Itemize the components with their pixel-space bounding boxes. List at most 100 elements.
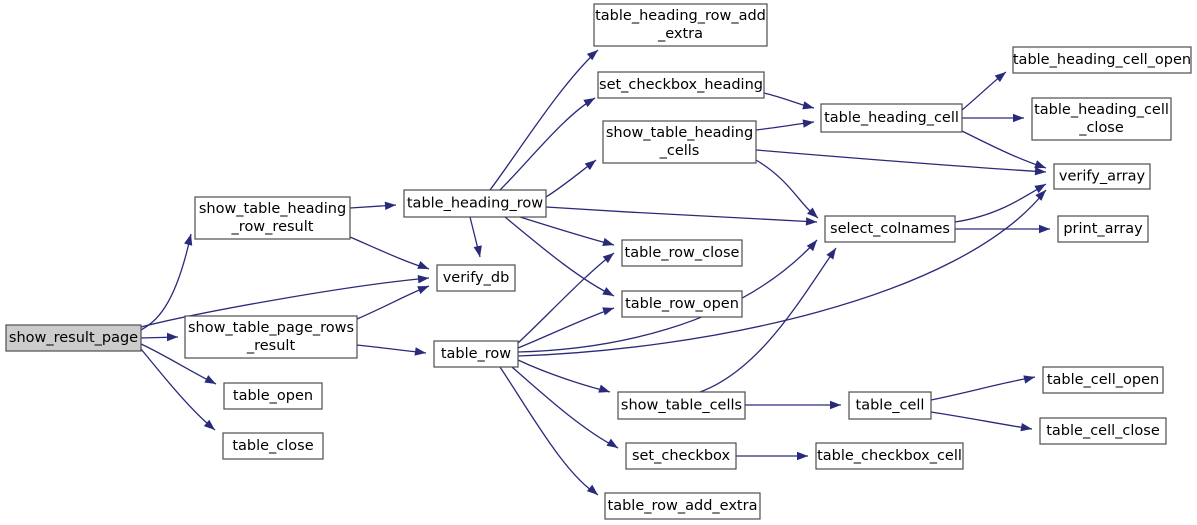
- node-label: table_cell: [856, 398, 925, 414]
- node-box[interactable]: [593, 3, 768, 47]
- edge-show_table_heading_cells-to-select_colnames: [755, 159, 819, 219]
- node-show_table_cells[interactable]: show_table_cells: [617, 391, 746, 420]
- arrowhead: [606, 438, 618, 448]
- node-table_open[interactable]: table_open: [223, 382, 323, 410]
- node-verify_array[interactable]: verify_array: [1053, 163, 1151, 190]
- node-set_checkbox_heading[interactable]: set_checkbox_heading: [597, 71, 765, 99]
- arrowhead: [417, 260, 429, 269]
- node-table_cell_close[interactable]: table_cell_close: [1039, 417, 1167, 445]
- node-label: _extra: [657, 26, 703, 42]
- node-box[interactable]: [223, 382, 323, 410]
- node-show_table_heading_cells[interactable]: show_table_heading_cells: [602, 120, 757, 164]
- node-table_close[interactable]: table_close: [222, 432, 324, 460]
- node-box[interactable]: [820, 103, 963, 133]
- node-label: _close: [1078, 120, 1124, 136]
- node-table_cell[interactable]: table_cell: [848, 391, 932, 420]
- node-box[interactable]: [617, 391, 746, 420]
- arrowhead: [204, 375, 216, 384]
- arrowhead: [797, 451, 808, 461]
- arrowhead: [586, 484, 598, 495]
- node-box[interactable]: [1039, 417, 1167, 445]
- node-verify_db[interactable]: verify_db: [436, 264, 516, 292]
- node-box[interactable]: [824, 215, 956, 243]
- node-label: table_cell_close: [1046, 423, 1160, 439]
- arrowhead: [1023, 375, 1035, 384]
- node-set_checkbox[interactable]: set_checkbox: [625, 442, 737, 470]
- node-box[interactable]: [1012, 46, 1192, 74]
- arrowhead: [473, 245, 482, 257]
- node-select_colnames[interactable]: select_colnames: [824, 215, 956, 243]
- node-table_heading_cell_open[interactable]: table_heading_cell_open: [1012, 46, 1192, 74]
- edge-table_row-to-select_colnames: [517, 239, 818, 353]
- node-box[interactable]: [1042, 366, 1164, 394]
- arrowheads-layer: [167, 50, 1050, 495]
- node-label: _result: [246, 338, 296, 354]
- node-table_row_add_extra[interactable]: table_row_add_extra: [604, 492, 761, 520]
- node-box[interactable]: [403, 189, 547, 218]
- arrowhead: [1034, 184, 1046, 194]
- edge-show_table_page_rows_result-to-verify_db: [356, 285, 430, 320]
- node-box[interactable]: [436, 264, 516, 292]
- arrowhead: [1034, 167, 1046, 176]
- arrowhead: [1020, 422, 1032, 432]
- node-table_heading_row_add_extra[interactable]: table_heading_row_add _extra: [593, 3, 768, 47]
- arrowhead: [584, 160, 596, 171]
- arrowhead: [417, 274, 429, 284]
- edge-table_row-to-table_row_add_extra: [499, 366, 599, 496]
- node-print_array[interactable]: print_array: [1057, 215, 1149, 243]
- node-box[interactable]: [597, 71, 765, 99]
- node-show_result_page[interactable]: show_result_page: [5, 324, 142, 352]
- node-box[interactable]: [625, 442, 737, 470]
- node-table_row_open[interactable]: table_row_open: [621, 290, 743, 318]
- nodes-layer: show_result_page show_table_heading_row_r…: [5, 3, 1192, 520]
- node-box[interactable]: [621, 239, 743, 267]
- node-label: table_open: [233, 388, 313, 404]
- node-table_row_close[interactable]: table_row_close: [621, 239, 743, 267]
- node-box[interactable]: [222, 432, 324, 460]
- node-table_heading_cell_close[interactable]: table_heading_cell_close: [1031, 97, 1172, 141]
- node-table_checkbox_cell[interactable]: table_checkbox_cell: [815, 442, 964, 470]
- edge-table_cell-to-table_cell_open: [930, 376, 1036, 401]
- node-box[interactable]: [604, 492, 761, 520]
- node-box[interactable]: [433, 340, 519, 368]
- edge-show_result_page-to-show_table_heading_row_result: [140, 233, 192, 331]
- arrowhead: [805, 217, 817, 226]
- node-table_row[interactable]: table_row: [433, 340, 519, 368]
- edge-table_heading_row-to-select_colnames: [545, 206, 818, 223]
- node-label: show_result_page: [9, 330, 138, 346]
- node-label: table_row_add_extra: [608, 498, 758, 514]
- node-box[interactable]: [5, 324, 142, 352]
- arrowhead: [586, 50, 598, 61]
- node-box[interactable]: [602, 120, 757, 164]
- edge-table_heading_row-to-set_checkbox_heading: [499, 97, 596, 191]
- node-box[interactable]: [184, 315, 358, 359]
- node-box[interactable]: [815, 442, 964, 470]
- edge-table_heading_row-to-table_row_open: [504, 216, 615, 297]
- edge-table_row-to-show_table_cells: [517, 359, 611, 393]
- arrowhead: [806, 240, 817, 252]
- node-label: table_heading_cell: [824, 110, 959, 126]
- node-label: set_checkbox_heading: [599, 77, 763, 93]
- node-box[interactable]: [621, 290, 743, 318]
- arrowhead: [417, 286, 429, 295]
- edge-select_colnames-to-verify_array: [954, 183, 1047, 223]
- node-box[interactable]: [1031, 97, 1172, 141]
- node-table_cell_open[interactable]: table_cell_open: [1042, 366, 1164, 394]
- node-show_table_heading_row_result[interactable]: show_table_heading_row_result: [194, 196, 351, 240]
- edge-table_cell-to-table_cell_close: [930, 411, 1033, 430]
- node-show_table_page_rows_result[interactable]: show_table_page_rows_result: [184, 315, 358, 359]
- arrowhead: [602, 287, 614, 296]
- node-label: table_heading_row_add: [595, 8, 766, 24]
- arrowhead: [807, 207, 818, 218]
- arrowhead: [1034, 160, 1046, 169]
- node-box[interactable]: [848, 391, 932, 420]
- node-box[interactable]: [1057, 215, 1149, 243]
- node-table_heading_row[interactable]: table_heading_row: [403, 189, 547, 218]
- node-box[interactable]: [1053, 163, 1151, 190]
- edge-table_row-to-table_row_open: [517, 307, 615, 349]
- arrowhead: [602, 237, 614, 247]
- node-box[interactable]: [194, 196, 351, 240]
- node-table_heading_cell[interactable]: table_heading_cell: [820, 103, 963, 133]
